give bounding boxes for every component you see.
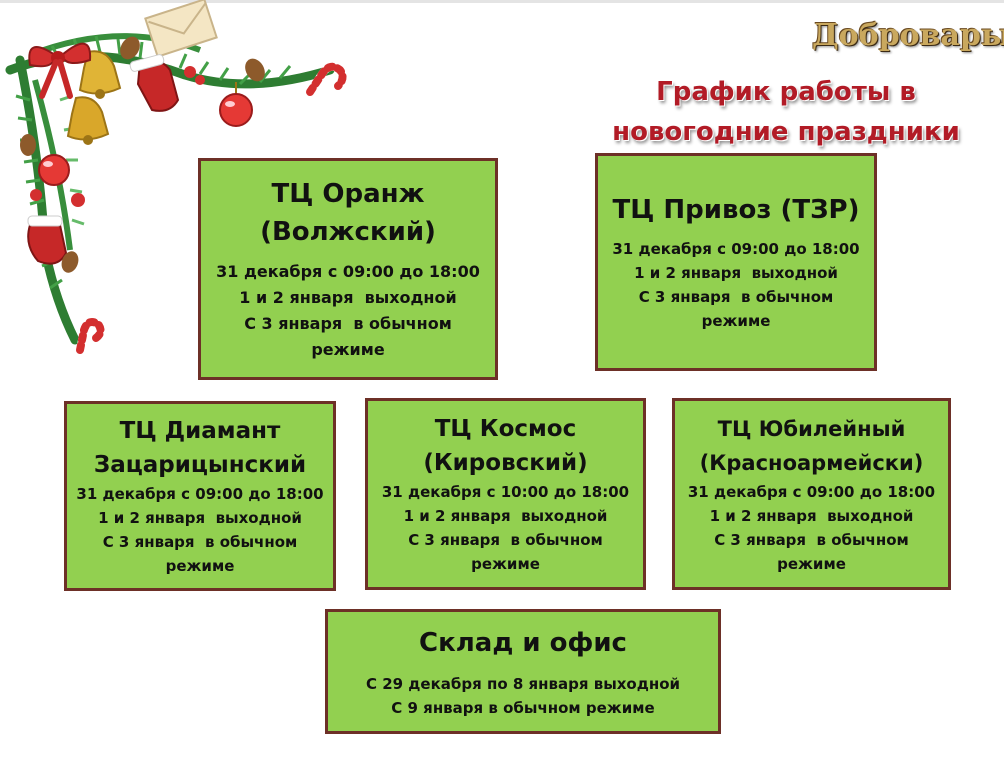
store-title: ТЦ Диамант Зацарицынский — [94, 414, 306, 482]
warehouse-office-card: Склад и офис С 29 декабря по 8 января вы… — [325, 609, 721, 734]
page-title: График работы в новогодние праздники — [590, 72, 982, 152]
schedule-jan3: С 3 января в обычном — [244, 314, 452, 333]
store-title-line-1: ТЦ Оранж — [271, 179, 425, 209]
store-card-kosmos: ТЦ Космос (Кировский) 31 декабря с 10:00… — [365, 398, 646, 590]
schedule-dec31: 31 декабря с 09:00 до 18:00 — [76, 485, 324, 503]
schedule-jan3-cont: режиме — [311, 340, 385, 359]
store-title-line-1: ТЦ Юбилейный — [717, 417, 906, 441]
store-title-line-2: (Волжский) — [260, 217, 436, 247]
store-title-line-2: (Кировский) — [423, 450, 588, 476]
page-title-line-2: новогодние праздники — [612, 117, 960, 147]
schedule-jan3: С 3 января в обычном — [408, 531, 603, 549]
schedule-jan1-2: 1 и 2 января выходной — [634, 264, 838, 282]
store-card-oranzh: ТЦ Оранж (Волжский) 31 декабря с 09:00 д… — [198, 158, 498, 380]
store-title: ТЦ Юбилейный (Красноармейски) — [700, 412, 924, 480]
schedule-jan3: С 3 января в обычном — [102, 533, 298, 551]
store-title-line-2: Зацарицынский — [93, 452, 307, 478]
store-title: ТЦ Привоз (ТЗР) — [613, 191, 860, 229]
store-title: ТЦ Космос (Кировский) — [423, 412, 587, 480]
schedule-dec31: 31 декабря с 09:00 до 18:00 — [687, 483, 936, 501]
store-card-yubileyny: ТЦ Юбилейный (Красноармейски) 31 декабря… — [672, 398, 951, 590]
schedule-jan3-cont: режиме — [471, 555, 540, 573]
schedule-dec31: 31 декабря с 09:00 до 18:00 — [612, 240, 860, 258]
candy-canes — [76, 62, 347, 354]
warehouse-schedule-normal: С 9 января в обычном режиме — [391, 698, 655, 717]
schedule-dec31: 31 декабря с 10:00 до 18:00 — [381, 483, 630, 501]
store-card-privoz: ТЦ Привоз (ТЗР) 31 декабря с 09:00 до 18… — [595, 153, 877, 371]
schedule-jan3: С 3 января в обычном — [638, 288, 834, 306]
pine-cones — [20, 36, 265, 273]
brand-logo: Добровары — [812, 18, 1004, 53]
gold-bells — [66, 50, 122, 145]
page-title-line-1: График работы в — [656, 77, 916, 107]
christmas-garland-icon — [5, 0, 347, 354]
store-title: ТЦ Оранж (Волжский) — [260, 175, 436, 251]
schedule-dec31: 31 декабря с 09:00 до 18:00 — [216, 262, 480, 281]
schedule-jan1-2: 1 и 2 января выходной — [98, 509, 302, 527]
store-title-line-1: ТЦ Космос — [434, 416, 577, 442]
schedule-jan3: С 3 января в обычном — [714, 531, 909, 549]
schedule-jan1-2: 1 и 2 января выходной — [403, 507, 608, 525]
envelope — [144, 0, 218, 58]
warehouse-schedule-closed: С 29 декабря по 8 января выходной — [365, 674, 681, 693]
ornament-balls — [30, 66, 253, 207]
store-title-line-1: ТЦ Диамант — [119, 418, 281, 444]
warehouse-title: Склад и офис — [419, 627, 627, 658]
schedule-jan3-cont: режиме — [165, 557, 235, 575]
schedule-jan1-2: 1 и 2 января выходной — [709, 507, 914, 525]
store-card-diamant: ТЦ Диамант Зацарицынский 31 декабря с 09… — [64, 401, 336, 591]
red-bow — [28, 42, 92, 99]
mittens — [27, 54, 180, 265]
store-title-line-1: ТЦ Привоз (ТЗР) — [612, 195, 860, 225]
store-title-line-2: (Красноармейски) — [699, 451, 924, 475]
schedule-jan1-2: 1 и 2 января выходной — [239, 288, 457, 307]
schedule-jan3-cont: режиме — [777, 555, 846, 573]
top-border-line — [0, 0, 1004, 3]
schedule-jan3-cont: режиме — [701, 312, 771, 330]
